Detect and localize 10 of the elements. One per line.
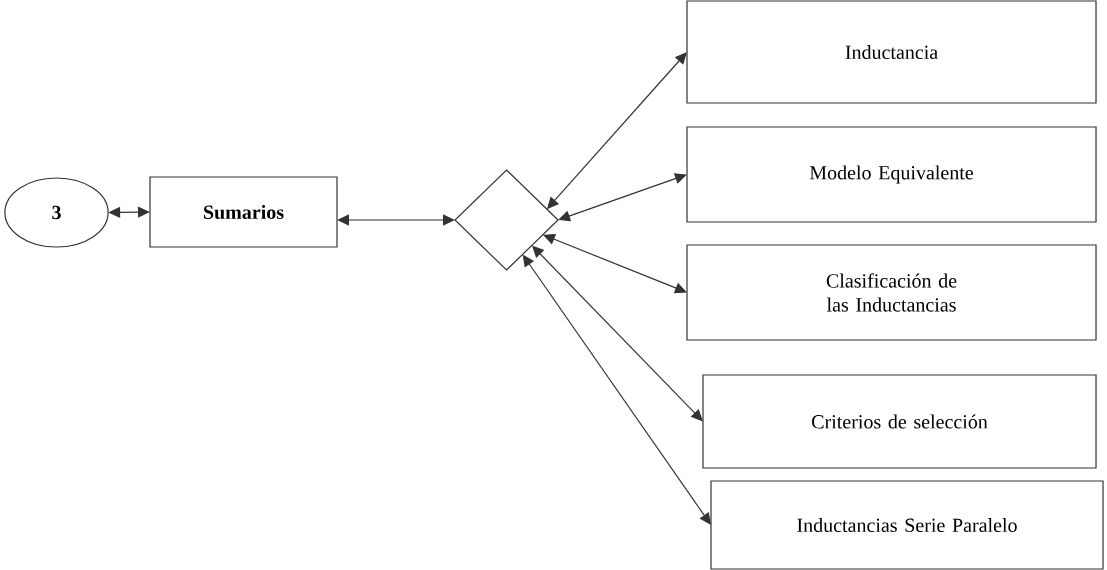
arrow [558,173,687,222]
arrow [108,206,150,219]
topic-box: Inductancias Serie Paralelo [710,480,1104,570]
arrow [337,214,455,226]
topic-box: Criterios de selección [702,374,1097,469]
topic-box: Modelo Equivalente [686,126,1097,223]
topic-box: Clasificación de las Inductancias [686,244,1097,341]
topic-box: Sumarios [149,176,338,248]
topic-box: Inductancia [686,0,1097,104]
decision-diamond [454,169,559,271]
